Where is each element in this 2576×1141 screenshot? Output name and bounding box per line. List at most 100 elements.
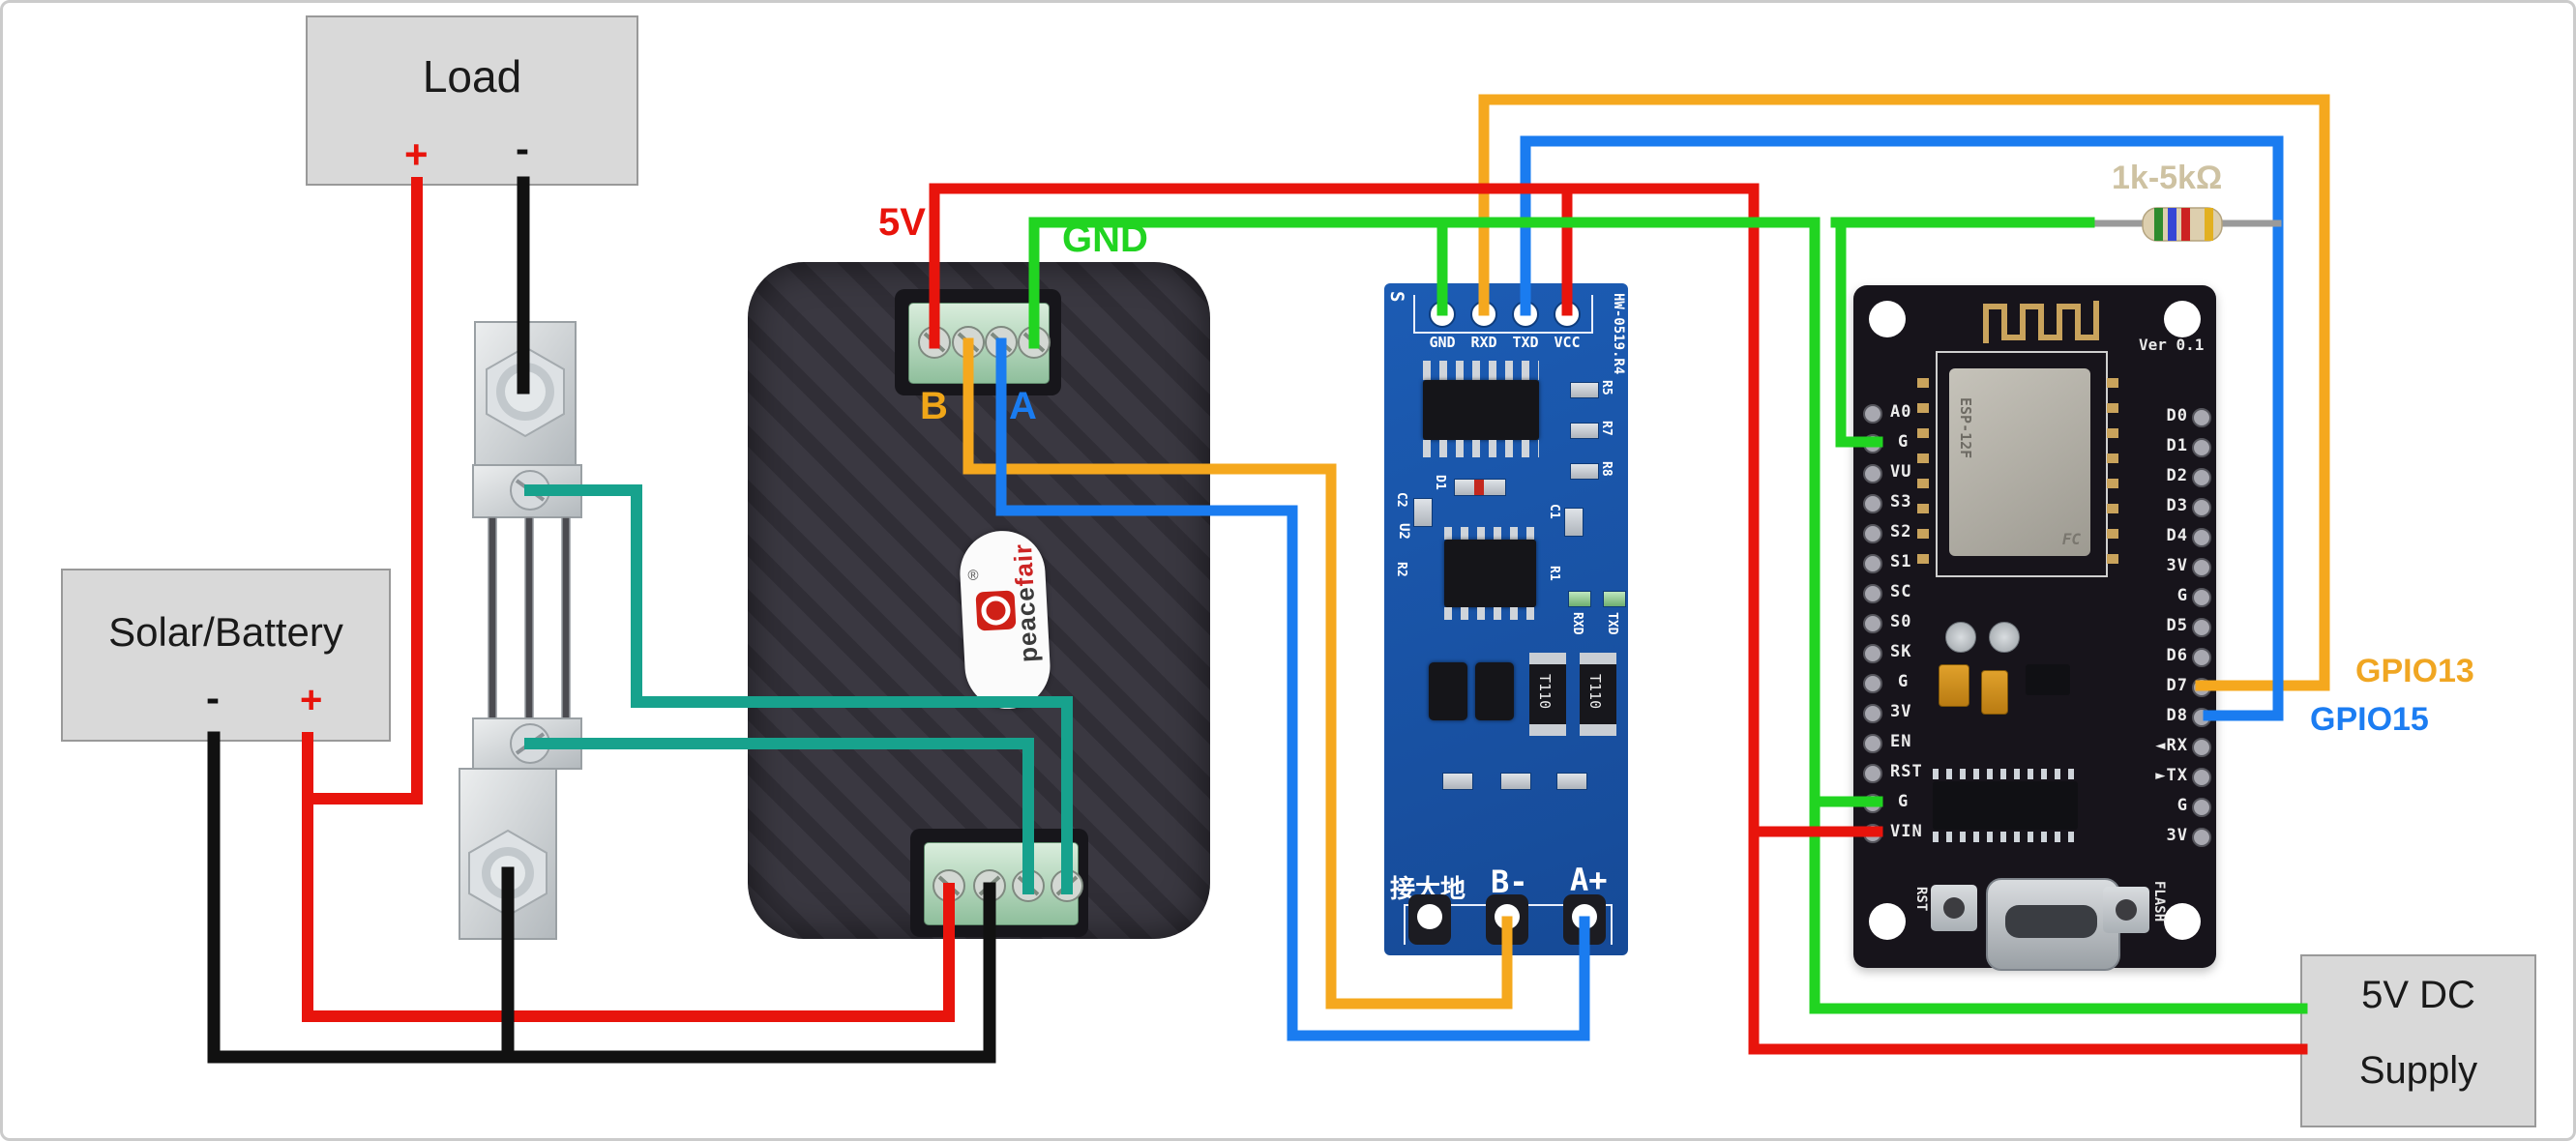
smd-resistor [1442, 773, 1473, 790]
pin-label-left-5: S1 [1890, 552, 1912, 571]
shunt-top-bolt-hex [486, 345, 565, 438]
pin-hole [1863, 674, 1882, 693]
pin-hole [1863, 584, 1882, 603]
solar-plus-label: + [300, 679, 323, 721]
load-box: Load + - [306, 15, 638, 186]
pin-hole [1863, 704, 1882, 723]
pin-hole [1863, 404, 1882, 424]
supply-label-line2: Supply [2358, 1049, 2478, 1092]
shunt-sense-screw-upper [510, 470, 550, 511]
tantalum-cap [1981, 670, 2008, 715]
rs485-earth-label: 接大地 [1390, 875, 1466, 904]
rs485-bottom-silk-bracket [1404, 904, 1613, 945]
pullup-resistor [2142, 207, 2223, 242]
pin-hole [1863, 614, 1882, 633]
label-a: A [1009, 385, 1037, 427]
registered-mark: ® [967, 567, 980, 584]
pin-label-right-8: D6 [2166, 646, 2188, 665]
supply-label-line1: 5V DC [2361, 974, 2475, 1016]
solar-battery-box: Solar/Battery - + [61, 569, 391, 742]
nodemcu-esp8266-board: Ver 0.1 ESP-12F FC RST FLASH A0 G VU S3 … [1853, 285, 2216, 971]
pzem-bottom-terminal-block [924, 842, 1079, 925]
rst-button-label: RST [1913, 887, 1929, 912]
silk-u2: U2 [1396, 523, 1411, 540]
pin-hole [2192, 798, 2211, 817]
mount-hole [1869, 301, 1906, 337]
pin-hole [2192, 468, 2211, 487]
silk-r2: R2 [1394, 562, 1408, 577]
pin-label-right-9: D7 [2166, 676, 2188, 695]
pin-hole [1863, 644, 1882, 663]
pin-hole [2192, 558, 2211, 577]
pin-label-left-4: S2 [1890, 522, 1912, 541]
label-5v: 5V [878, 201, 926, 244]
rs485-ic-chip [1423, 380, 1539, 440]
pin-hole [2192, 828, 2211, 847]
rst-button [1931, 885, 1977, 931]
supply-box: 5V DC Supply [2300, 954, 2536, 1127]
pin-label-right-5: 3V [2166, 556, 2188, 575]
diode [1454, 479, 1506, 496]
smd-resistor [1500, 773, 1531, 790]
silk-txd: TXD [1605, 612, 1619, 635]
pin-label-left-3: S3 [1890, 492, 1912, 512]
rs485-s-label: S [1386, 291, 1407, 303]
pin-hole [2192, 438, 2211, 457]
rs485-pin-gnd: GND [1429, 334, 1456, 351]
pin-hole [2192, 498, 2211, 517]
pin-label-right-0: D0 [2166, 406, 2188, 425]
silk-d1: D1 [1433, 475, 1447, 490]
pin-hole [1863, 554, 1882, 573]
rs485-top-silk-bracket [1413, 295, 1593, 334]
pin-label-right-14: 3V [2166, 826, 2188, 845]
pin-label-left-8: SK [1890, 642, 1912, 661]
mount-hole [2164, 301, 2201, 337]
pin-label-right-6: G [2176, 586, 2188, 605]
silk-r8: R8 [1599, 461, 1614, 477]
mount-hole [1869, 903, 1906, 940]
pin-hole [2192, 408, 2211, 427]
pin-label-left-12: RST [1890, 762, 1923, 781]
flash-button-label: FLASH [2151, 881, 2167, 922]
pin-hole [2192, 648, 2211, 667]
chip-pins [1423, 361, 1539, 380]
silk-r1: R1 [1547, 566, 1561, 581]
label-gpio15: GPIO15 [2310, 701, 2429, 738]
silk-r7: R7 [1599, 421, 1614, 436]
pin-hole [2192, 768, 2211, 787]
chip-pins [1423, 440, 1539, 457]
pin-hole [1863, 524, 1882, 543]
usb-c-connector [1986, 878, 2120, 971]
rs485-pin-rxd: RXD [1470, 334, 1497, 351]
shunt-bar [524, 516, 534, 719]
board-version-label: Ver 0.1 [2139, 336, 2205, 354]
rs485-b-minus-label: B- [1491, 863, 1528, 900]
smd-resistor [1570, 463, 1599, 480]
regulator-chip [2026, 664, 2070, 695]
label-b: B [920, 385, 948, 427]
pin-hole [1863, 824, 1882, 843]
label-gpio13: GPIO13 [2355, 653, 2474, 689]
transistor [1429, 662, 1467, 720]
pin-label-left-10: 3V [1890, 702, 1912, 721]
pin-label-right-4: D4 [2166, 526, 2188, 545]
pin-hole [2192, 618, 2211, 637]
pin-hole [2192, 588, 2211, 607]
rxd-led [1568, 591, 1591, 607]
pin-label-right-1: D1 [2166, 436, 2188, 455]
pin-hole [1863, 434, 1882, 453]
pin-label-left-2: VU [1890, 462, 1912, 482]
smd-resistor [1556, 773, 1587, 790]
shunt-sense-screw-lower [510, 723, 550, 764]
pin-label-right-7: D5 [2166, 616, 2188, 635]
load-plus-label: + [404, 132, 429, 177]
pin-hole [1863, 464, 1882, 483]
smd-resistor [1570, 382, 1599, 398]
pin-hole [1863, 764, 1882, 783]
label-resistor-value: 1k-5kΩ [2112, 160, 2223, 196]
fcc-mark-icon: FC [2061, 530, 2081, 548]
rs485-pin-txd: TXD [1512, 334, 1539, 351]
pin-label-left-6: SC [1890, 582, 1912, 601]
pin-label-left-14: VIN [1890, 822, 1923, 841]
